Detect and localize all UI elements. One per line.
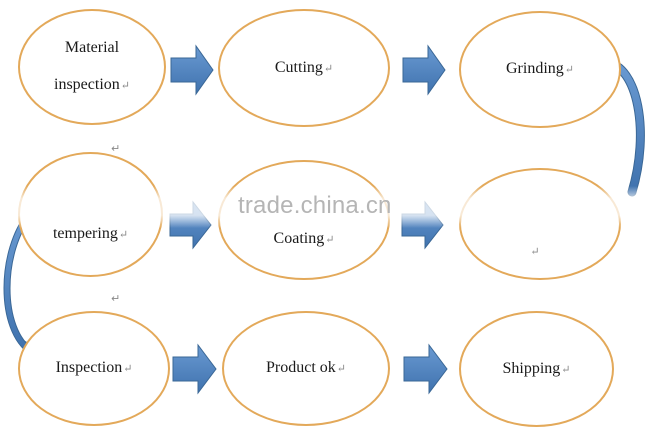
watermark-band [0, 186, 659, 228]
return-mark: ↵ [564, 64, 574, 76]
node-cutting: Cutting↵ [218, 9, 390, 127]
arrow-cutting-to-grinding [402, 44, 446, 96]
node-coating-label: Coating [273, 229, 325, 247]
return-mark: ↵ [111, 292, 121, 305]
node-tempering-label: tempering [52, 225, 118, 242]
return-mark: ↵ [336, 363, 346, 375]
return-mark: ↵ [123, 363, 133, 375]
return-mark: ↵ [118, 229, 129, 241]
node-material-inspection-line1: Material [64, 39, 120, 56]
return-mark: ↵ [530, 245, 540, 258]
node-material-inspection-line2: inspection [54, 76, 120, 93]
return-mark: ↵ [561, 363, 571, 376]
node-shipping: Shipping↵ [459, 311, 614, 427]
node-product-ok-label: Product ok [266, 359, 336, 376]
node-product-ok: Product ok↵ [222, 311, 390, 426]
node-grinding: Grinding↵ [459, 11, 621, 128]
watermark: trade.china.cn [238, 192, 392, 219]
return-mark: ↵ [111, 142, 121, 155]
node-inspection: Inspection↵ [18, 311, 170, 426]
node-grinding-label: Grinding [506, 60, 564, 77]
node-material-inspection: Material inspection↵ [18, 9, 166, 125]
arrow-inspection-to-product-ok [172, 343, 217, 395]
return-mark: ↵ [325, 233, 335, 246]
arrow-material-to-cutting [170, 44, 214, 96]
arrow-product-ok-to-shipping [403, 343, 448, 395]
node-inspection-label: Inspection [55, 359, 123, 376]
node-shipping-label: Shipping [502, 359, 561, 377]
return-mark: ↵ [323, 62, 334, 75]
return-mark: ↵ [120, 80, 130, 92]
node-cutting-label: Cutting [274, 58, 323, 76]
